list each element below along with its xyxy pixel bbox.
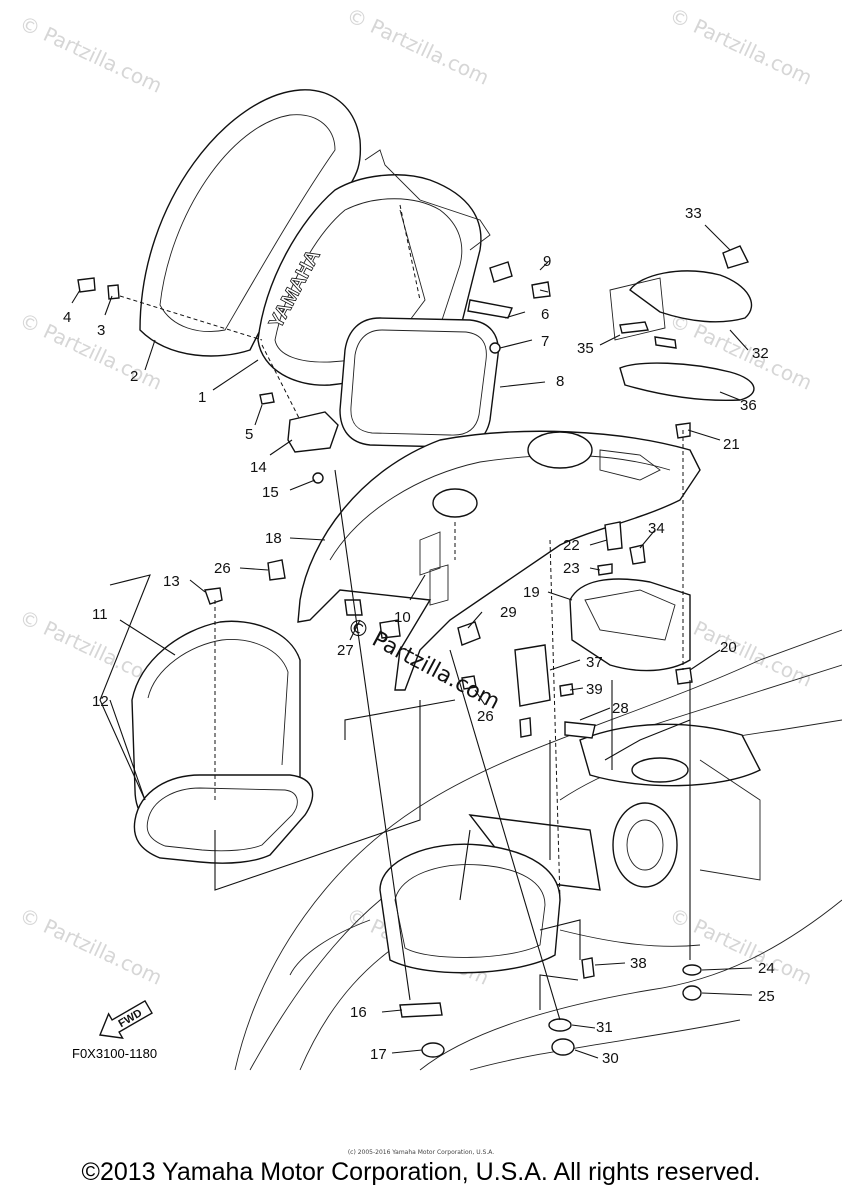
- callout-2: 2: [130, 368, 138, 385]
- callout-6: 6: [541, 306, 549, 323]
- callout-1: 1: [198, 389, 206, 406]
- callout-28: 28: [612, 700, 629, 717]
- watermark: © Partzilla.com: [343, 3, 493, 90]
- storage-lid: [297, 430, 701, 691]
- callout-10: 10: [394, 609, 411, 626]
- callout-36: 36: [740, 397, 757, 414]
- small-parts: [77, 261, 551, 605]
- callout-26b: 26: [477, 708, 494, 725]
- watermark: © Partzilla.com: [16, 11, 166, 98]
- callout-34: 34: [648, 520, 665, 537]
- callout-19: 19: [523, 584, 540, 601]
- callout-14: 14: [250, 459, 267, 476]
- callout-23: 23: [563, 560, 580, 577]
- fwd-arrow-icon: FWD: [99, 999, 153, 1040]
- callout-8: 8: [556, 373, 564, 390]
- callout-35: 35: [577, 340, 594, 357]
- callout-33: 33: [685, 205, 702, 222]
- callout-18: 18: [265, 530, 282, 547]
- callout-15: 15: [262, 484, 279, 501]
- callout-32: 32: [752, 345, 769, 362]
- callout-22: 22: [563, 537, 580, 554]
- fwd-label: FWD: [117, 1007, 145, 1030]
- bottom-hardware: [399, 957, 702, 1058]
- callout-20: 20: [720, 639, 737, 656]
- callout-leaders: [71, 224, 753, 1059]
- callout-9: 9: [543, 253, 551, 270]
- callout-3: 3: [97, 322, 105, 339]
- callout-29: 29: [500, 604, 517, 621]
- callout-12: 12: [92, 693, 109, 710]
- callout-5: 5: [245, 426, 253, 443]
- callout-4: 4: [63, 309, 71, 326]
- small-copyright: (c) 2005-2016 Yamaha Motor Corporation, …: [347, 1149, 495, 1156]
- switch-assembly: [267, 559, 596, 739]
- callout-13: 13: [163, 573, 180, 590]
- callout-27: 27: [337, 642, 354, 659]
- callout-30: 30: [602, 1050, 619, 1067]
- seal-frame: [339, 317, 499, 448]
- callout-16: 16: [350, 1004, 367, 1021]
- callout-17: 17: [370, 1046, 387, 1063]
- callout-31: 31: [596, 1019, 613, 1036]
- callout-21: 21: [723, 436, 740, 453]
- callout-11: 11: [92, 606, 108, 623]
- reference-lines: [119, 204, 691, 1021]
- meter-assembly: [569, 245, 755, 685]
- callout-25: 25: [758, 988, 775, 1005]
- callout-37: 37: [586, 654, 603, 671]
- hull-deck-drawing: [234, 629, 842, 1071]
- copyright-notice: ©2013 Yamaha Motor Corporation, U.S.A. A…: [81, 1158, 761, 1186]
- callout-39: 39: [586, 681, 603, 698]
- watermark: © Partzilla.com: [666, 3, 816, 90]
- figure-code: F0X3100-1180: [72, 1046, 158, 1061]
- callout-26a: 26: [214, 560, 231, 577]
- callout-7: 7: [541, 333, 549, 350]
- callout-labels: 1 2 3 4 5 6 7 8 9 10 11 12 13 14 15 16 1…: [63, 205, 775, 1067]
- callout-24: 24: [758, 960, 775, 977]
- watermark: © Partzilla.com: [16, 903, 166, 990]
- callout-38: 38: [630, 955, 647, 972]
- storage-bin: [131, 620, 314, 864]
